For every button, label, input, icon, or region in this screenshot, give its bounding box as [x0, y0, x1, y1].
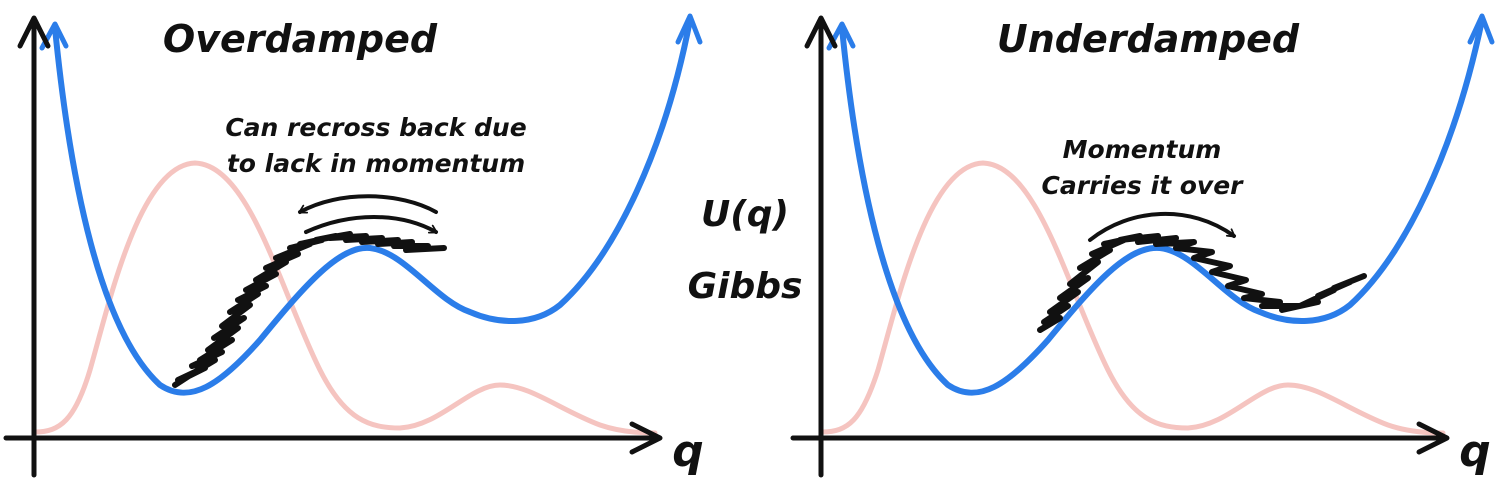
gibbs-curve	[32, 160, 658, 436]
annotation-line-2: Carries it over	[1042, 171, 1245, 200]
panel-overdamped: Overdamped Can recross back due to lack …	[3, 13, 704, 478]
x-axis-arrowhead	[629, 421, 663, 455]
gibbs-curve	[819, 160, 1446, 436]
legend-gibbs-label: Gibbs	[688, 266, 803, 307]
trajectory-scribble	[172, 231, 447, 388]
annotation-line-1: Can recross back due	[225, 113, 526, 142]
y-axis-arrowhead	[804, 15, 838, 49]
momentum-arrow	[1088, 211, 1236, 242]
legend: U(q) Gibbs	[688, 194, 803, 307]
potential-curve	[52, 17, 693, 396]
legend-potential-label: U(q)	[701, 194, 789, 235]
panel-underdamped: Underdamped Momentum Carries it over q	[790, 13, 1495, 478]
potential-arrowhead-right	[675, 13, 703, 45]
potential-curve	[839, 17, 1485, 396]
x-axis-label: q	[672, 426, 704, 477]
annotation-line-2: to lack in momentum	[227, 149, 525, 178]
trajectory-scribble	[1037, 233, 1367, 333]
potential-arrowhead-right	[1467, 13, 1495, 45]
recross-arrow-back	[298, 194, 438, 214]
annotation-line-1: Momentum	[1063, 135, 1222, 164]
recross-arrow-forward	[304, 215, 438, 234]
panel-title: Overdamped	[163, 17, 438, 61]
y-axis-arrowhead	[17, 15, 51, 49]
x-axis-label: q	[1459, 426, 1491, 477]
panel-title: Underdamped	[997, 17, 1300, 61]
x-axis-arrowhead	[1416, 421, 1450, 455]
